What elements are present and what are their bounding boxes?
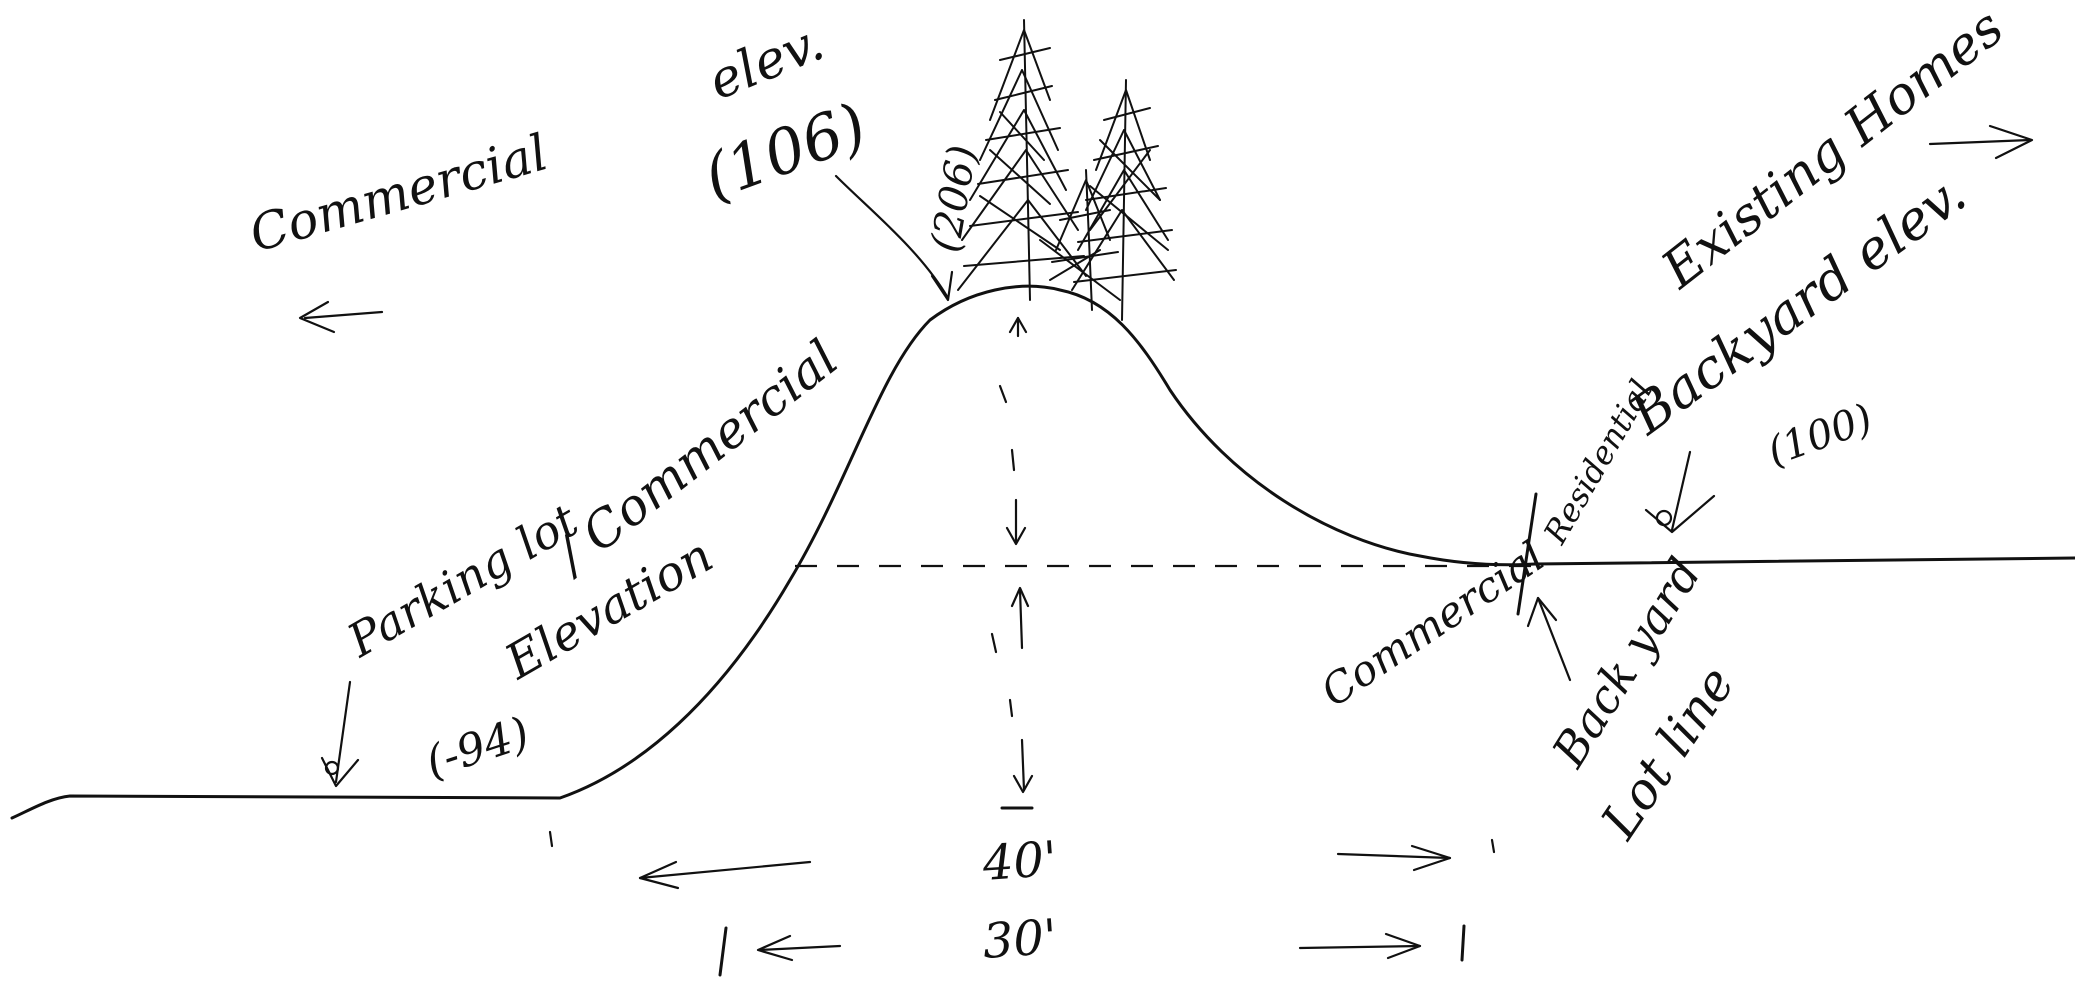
base-tick-right [1490, 838, 1496, 854]
commercial-left-arrow [303, 310, 384, 320]
label-residential: Residential [1536, 373, 1660, 551]
dimension-30-arrows [718, 924, 1466, 977]
label-dimension-40: 40' [980, 831, 1059, 892]
lot-line-arrow [1536, 596, 1572, 682]
elevation-pointer-arrow [834, 174, 950, 300]
backyard-elev-arrow [1670, 450, 1692, 532]
label-commercial-left: Commercial [243, 123, 554, 263]
ground-profile-line [10, 284, 2075, 820]
lot-line-marker [1516, 492, 1538, 616]
tree-group-icon [957, 19, 1177, 321]
dimension-40-arrows [638, 844, 1452, 890]
vertical-dimension-lower [990, 586, 1034, 810]
label-elevation-top-word: elev. [700, 12, 832, 112]
base-tick-left [548, 830, 554, 848]
existing-homes-arrow [1928, 138, 2032, 146]
vertical-dimension-upper [998, 316, 1028, 546]
label-dimension-30: 30' [981, 909, 1059, 970]
label-tree: (206) [923, 142, 987, 256]
label-backyard-value: (100) [1762, 395, 1879, 475]
label-elevation-value: (-94) [420, 707, 536, 788]
